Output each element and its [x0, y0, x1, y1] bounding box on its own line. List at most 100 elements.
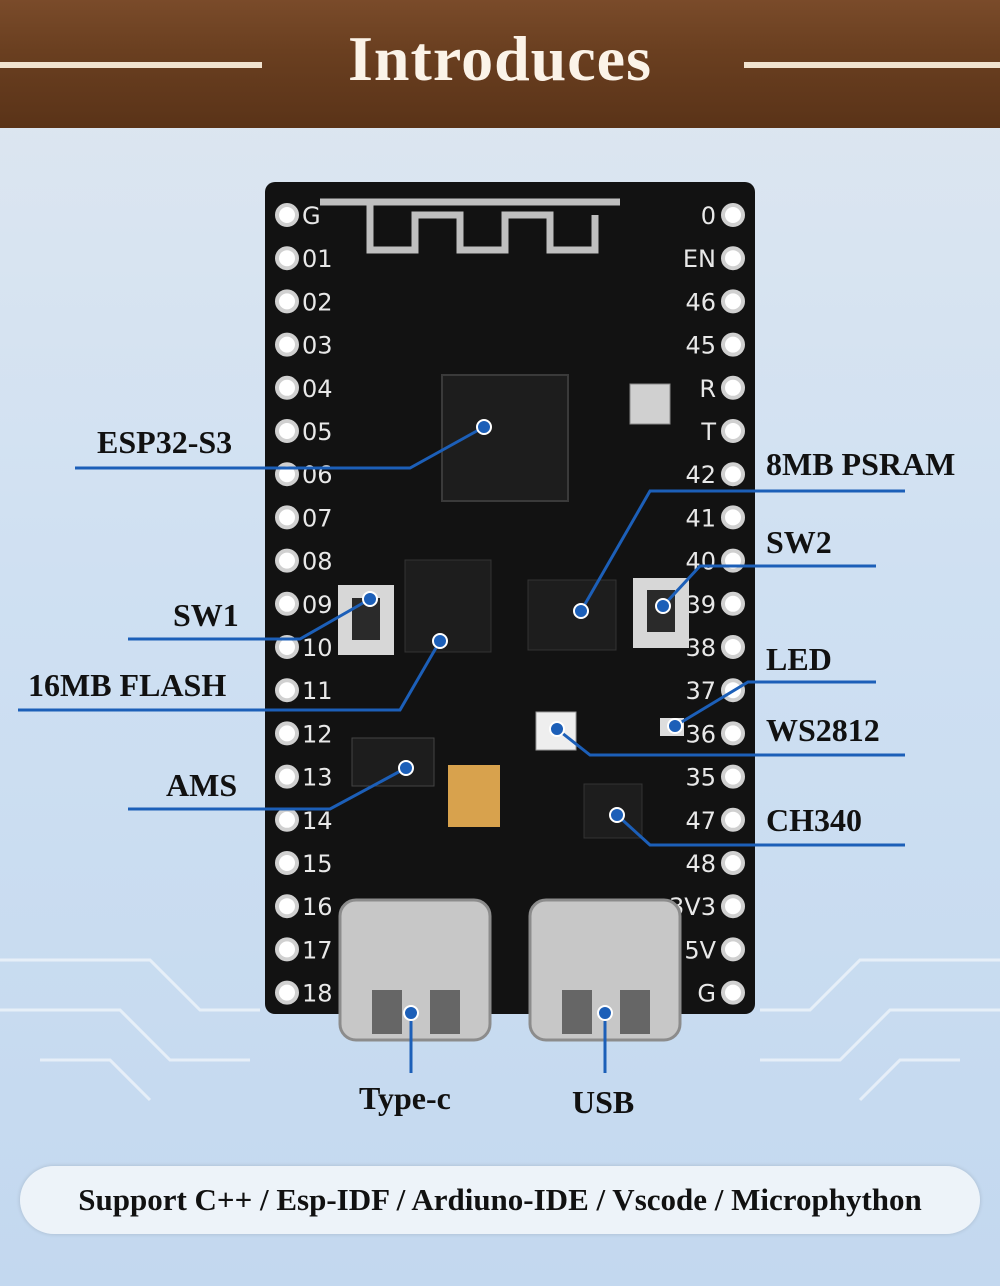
pin-label-left: 12 [302, 720, 333, 748]
footer-support-banner: Support C++ / Esp-IDF / Ardiuno-IDE / Vs… [20, 1166, 980, 1234]
label-typec: Type-c [359, 1080, 451, 1116]
label-led: LED [766, 641, 832, 677]
page-title: Introduces [348, 23, 652, 94]
pin-label-left: 05 [302, 418, 333, 446]
pin-hole-right [721, 807, 745, 832]
sw1-marker [362, 591, 378, 607]
pin-label-left: 18 [302, 980, 333, 1008]
pin-label-right: R [699, 375, 716, 403]
pin-label-right: 39 [685, 591, 716, 619]
pin-hole-right [721, 505, 745, 530]
pin-label-right: 36 [685, 720, 716, 748]
header-right-rule [744, 62, 1000, 68]
typec-marker [403, 1005, 419, 1021]
pin-label-left: 11 [302, 677, 333, 705]
pin-hole-right [721, 289, 745, 314]
pin-label-right: 48 [685, 850, 716, 878]
label-ch340: CH340 [766, 802, 862, 838]
pin-label-left: 16 [302, 893, 333, 921]
ch340-marker [609, 807, 625, 823]
pin-label-right: 40 [685, 548, 716, 576]
usb-marker [597, 1005, 613, 1021]
flash-marker [432, 633, 448, 649]
pin-label-left: 15 [302, 850, 333, 878]
esp32-marker [476, 419, 492, 435]
pin-label-right: 46 [685, 288, 716, 316]
label-ws2812: WS2812 [766, 712, 880, 748]
pin-label-right: 0 [701, 202, 716, 230]
pin-label-left: 03 [302, 332, 333, 360]
pin-label-right: 45 [685, 332, 716, 360]
pin-label-left: 17 [302, 936, 333, 964]
footer-support-text: Support C++ / Esp-IDF / Ardiuno-IDE / Vs… [78, 1182, 922, 1217]
pin-hole-right [721, 980, 745, 1005]
pin-label-left: 02 [302, 288, 333, 316]
pin-label-left: 04 [302, 375, 333, 403]
pin-label-right: 47 [685, 807, 716, 835]
ws2812-marker [549, 721, 565, 737]
pin-label-right: 42 [685, 461, 716, 489]
pin-hole-left [275, 764, 299, 789]
pin-hole-left [275, 678, 299, 703]
pin-hole-right [721, 635, 745, 659]
pin-label-left: 08 [302, 548, 333, 576]
pin-label-left: 01 [302, 245, 333, 273]
ams-marker [398, 760, 414, 776]
pin-hole-left [275, 246, 299, 271]
pin-hole-right [721, 764, 745, 789]
pin-hole-right [721, 937, 745, 962]
pin-hole-right [721, 591, 745, 616]
ams-regulator [351, 737, 435, 787]
antenna-trace [320, 198, 620, 254]
flash-chip [404, 559, 492, 653]
pin-hole-left [275, 375, 299, 400]
label-esp32: ESP32-S3 [97, 424, 233, 460]
pin-hole-left [275, 203, 299, 227]
pin-hole-right [721, 548, 745, 573]
pin-label-right: T [700, 418, 716, 446]
pin-hole-right [721, 246, 745, 271]
label-ams: AMS [166, 767, 238, 803]
pin-hole-left [275, 635, 299, 659]
psram-chip [527, 579, 617, 651]
tantalum-capacitor [448, 765, 500, 827]
pin-hole-right [721, 375, 745, 400]
pin-label-left: 06 [302, 461, 333, 489]
pin-label-left: 13 [302, 764, 333, 792]
pin-label-left: G [302, 202, 321, 230]
pin-label-right: 38 [685, 634, 716, 662]
pin-label-left: 14 [302, 807, 333, 835]
pin-hole-left [275, 721, 299, 746]
pin-hole-right [721, 462, 745, 487]
pin-hole-right [721, 894, 745, 919]
pin-hole-left [275, 851, 299, 875]
pin-label-left: 10 [302, 634, 333, 662]
pin-label-right: 5V [684, 936, 716, 964]
pin-hole-right [721, 721, 745, 746]
pin-hole-left [275, 591, 299, 616]
pin-label-right: EN [683, 245, 716, 273]
pin-hole-left [275, 548, 299, 573]
pin-hole-right [721, 419, 745, 443]
pin-label-right: 41 [685, 504, 716, 532]
label-sw2: SW2 [766, 524, 832, 560]
sw2-marker [655, 598, 671, 614]
label-sw1: SW1 [173, 597, 239, 633]
callout-lines [18, 425, 905, 1073]
label-usb: USB [572, 1084, 635, 1120]
pin-label-left: 07 [302, 504, 333, 532]
header-banner: Introduces [0, 0, 1000, 128]
pin-hole-left [275, 937, 299, 962]
pin-hole-right [721, 203, 745, 227]
pin-label-left: 09 [302, 591, 333, 619]
pin-hole-left [275, 894, 299, 919]
pin-label-right: 35 [685, 764, 716, 792]
pin-hole-right [721, 332, 745, 357]
pin-hole-left [275, 419, 299, 443]
pin-hole-left [275, 807, 299, 832]
psram-marker [573, 603, 589, 619]
label-flash: 16MB FLASH [28, 667, 227, 703]
esp32-chip [441, 374, 569, 502]
pin-label-right: G [697, 980, 716, 1008]
